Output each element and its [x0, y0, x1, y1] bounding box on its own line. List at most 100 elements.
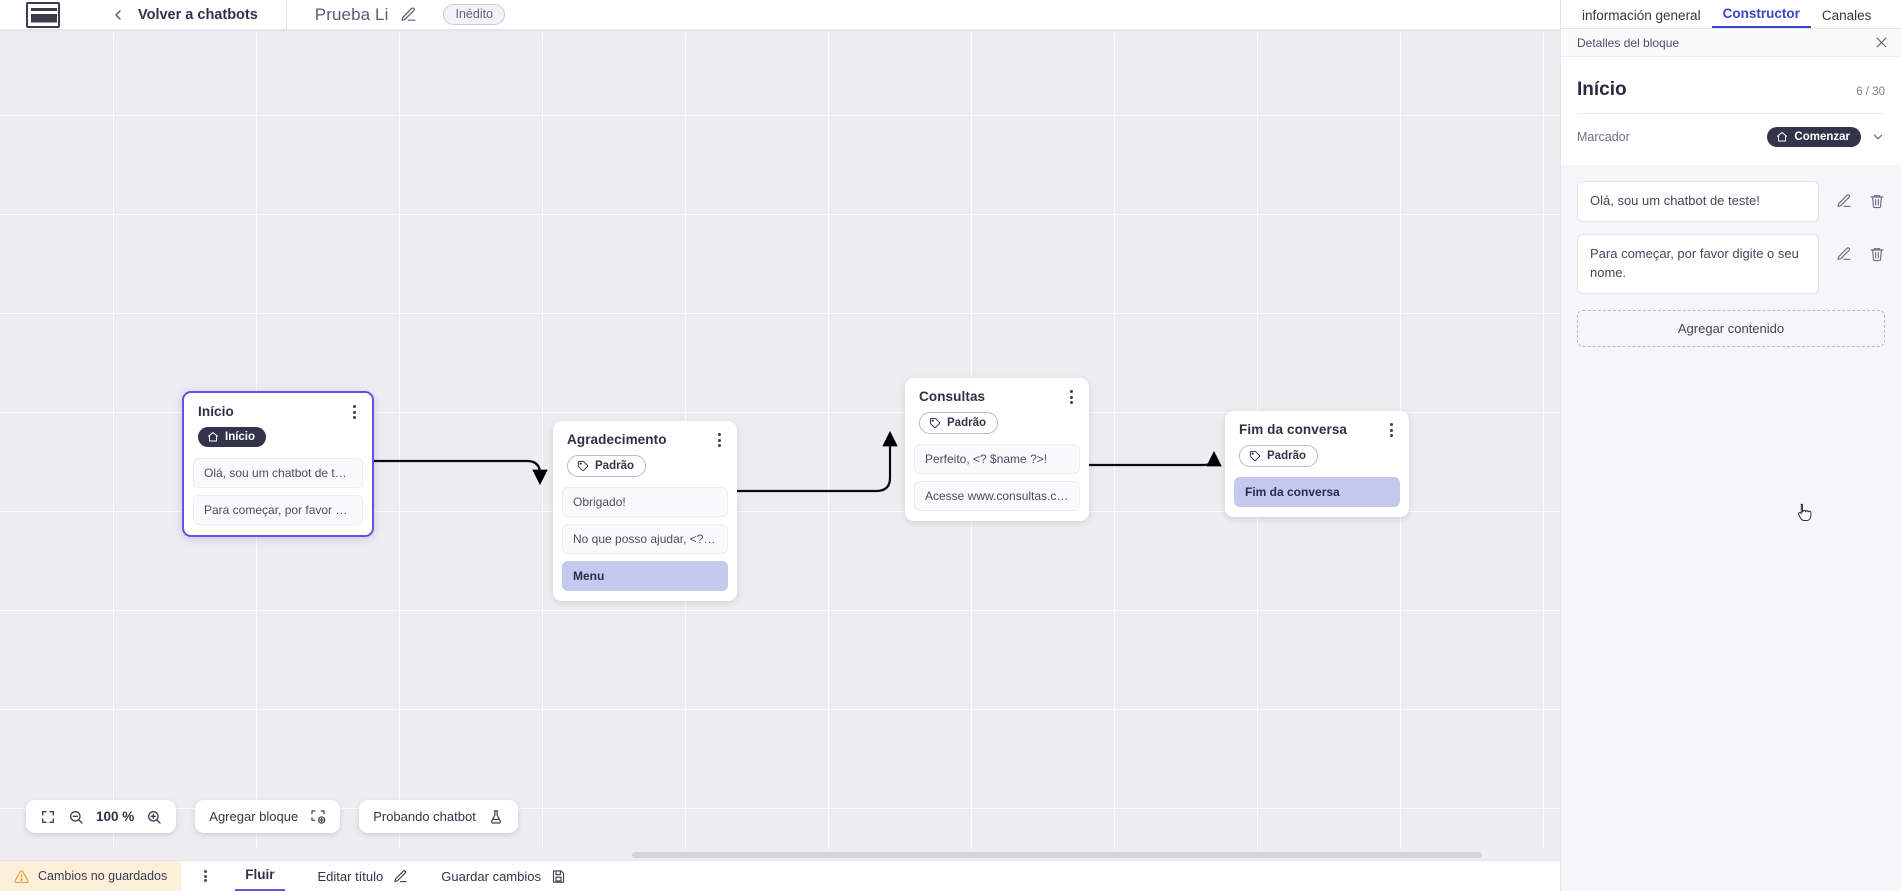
node-messages: Obrigado! No que posso ajudar, <? $name …	[553, 487, 737, 601]
tab-constructor[interactable]: Constructor	[1711, 6, 1811, 28]
tab-informacion-general[interactable]: información general	[1582, 8, 1701, 23]
block-title-row: Início 6 / 30	[1577, 57, 1885, 113]
mouse-cursor-icon	[1798, 503, 1812, 521]
zoom-level: 100 %	[96, 809, 135, 824]
scrollbar-thumb[interactable]	[632, 852, 1482, 858]
add-content-button[interactable]: Agregar contenido	[1577, 309, 1885, 347]
node-message-highlight[interactable]: Menu	[562, 561, 728, 591]
node-message[interactable]: Obrigado!	[562, 487, 728, 517]
marker-value-chip[interactable]: Comenzar	[1767, 127, 1861, 147]
test-chatbot-button[interactable]: Probando chatbot	[359, 800, 518, 833]
node-messages: Fim da conversa	[1225, 477, 1409, 517]
node-tag[interactable]: Padrão	[567, 455, 646, 477]
edit-title-label: Editar título	[317, 868, 384, 884]
node-message[interactable]: Para começar, por favor digite o ...	[193, 495, 363, 525]
node-tag[interactable]: Padrão	[919, 412, 998, 434]
block-title: Início	[1577, 79, 1627, 100]
home-icon	[1777, 132, 1788, 142]
kebab-menu-icon[interactable]	[712, 431, 726, 449]
test-chatbot-label: Probando chatbot	[373, 809, 476, 824]
node-tag[interactable]: Início	[198, 427, 267, 447]
chevron-left-icon[interactable]	[110, 7, 126, 23]
node-header: Início	[184, 393, 372, 419]
add-block-icon	[311, 809, 326, 824]
kebab-menu-icon[interactable]	[197, 867, 213, 885]
canvas-toolbar: 100 % Agregar bloque Probando chatbot	[26, 800, 518, 833]
pencil-icon[interactable]	[400, 6, 417, 23]
flow-node-agradecimento[interactable]: Agradecimento Padrão Obrigado! No que po…	[553, 421, 737, 601]
block-char-count: 6 / 30	[1856, 86, 1885, 98]
warning-triangle-icon	[14, 869, 29, 883]
back-to-chatbots-link[interactable]: Volver a chatbots	[138, 6, 258, 23]
node-tag-label: Padrão	[947, 417, 986, 429]
flow-node-inicio[interactable]: Início Início Olá, sou um chatbot de tes…	[182, 391, 374, 537]
content-list: Olá, sou um chatbot de teste! Para começ…	[1561, 165, 1901, 891]
flow-node-fim-da-conversa[interactable]: Fim da conversa Padrão Fim da conversa	[1225, 411, 1409, 517]
pencil-icon[interactable]	[1836, 193, 1852, 209]
add-block-button[interactable]: Agregar bloque	[195, 800, 341, 833]
pencil-icon[interactable]	[1836, 246, 1852, 262]
pencil-icon	[394, 869, 407, 882]
node-tag-row: Início	[184, 419, 372, 458]
tag-icon	[577, 460, 589, 472]
fit-to-screen-icon[interactable]	[40, 809, 56, 825]
node-title: Agradecimento	[567, 432, 667, 447]
node-header: Fim da conversa	[1225, 411, 1409, 437]
unsaved-changes-status: Cambios no guardados	[0, 860, 182, 891]
trash-icon[interactable]	[1869, 193, 1885, 209]
node-messages: Perfeito, <? $name ?>! Acesse www.consul…	[905, 444, 1089, 521]
node-header: Agradecimento	[553, 421, 737, 447]
content-item-text[interactable]: Para começar, por favor digite o seu nom…	[1577, 233, 1819, 294]
close-icon[interactable]	[1874, 35, 1889, 50]
right-panel: información general Constructor Canales …	[1560, 0, 1901, 891]
save-changes-button[interactable]: Guardar cambios	[441, 869, 566, 884]
node-tag-label: Início	[225, 431, 256, 443]
tab-canales[interactable]: Canales	[1821, 8, 1872, 23]
header-divider	[285, 0, 287, 30]
bottom-bar: Cambios no guardados Fluir Editar título…	[0, 860, 1560, 891]
kebab-menu-icon[interactable]	[1384, 421, 1398, 439]
flow-node-consultas[interactable]: Consultas Padrão Perfeito, <? $name ?>! …	[905, 378, 1089, 521]
tag-icon	[1249, 450, 1261, 462]
status-badge: Inédito	[443, 4, 506, 25]
node-message[interactable]: No que posso ajudar, <? $name ...	[562, 524, 728, 554]
zoom-out-icon[interactable]	[68, 809, 84, 825]
node-messages: Olá, sou um chatbot de teste! Para começ…	[184, 458, 372, 535]
zoom-in-icon[interactable]	[146, 809, 162, 825]
zoom-controls: 100 %	[26, 800, 177, 833]
home-icon	[208, 432, 218, 442]
tab-fluir[interactable]: Fluir	[235, 861, 285, 891]
chevron-down-icon[interactable]	[1871, 130, 1885, 144]
app-logo-icon[interactable]	[26, 1, 60, 28]
edit-title-button[interactable]: Editar título	[318, 869, 409, 884]
node-title: Início	[198, 404, 234, 419]
node-tag[interactable]: Padrão	[1239, 445, 1318, 467]
kebab-menu-icon[interactable]	[1064, 388, 1078, 406]
marker-value-label: Comenzar	[1794, 131, 1850, 143]
flow-canvas[interactable]: Início Início Olá, sou um chatbot de tes…	[0, 30, 1560, 861]
trash-icon[interactable]	[1869, 246, 1885, 262]
panel-subheader: Detalles del bloque	[1561, 29, 1901, 57]
flask-icon	[490, 809, 501, 824]
save-disk-icon	[552, 869, 565, 883]
node-message[interactable]: Perfeito, <? $name ?>!	[914, 444, 1080, 474]
kebab-menu-icon[interactable]	[347, 403, 361, 421]
node-tag-label: Padrão	[1267, 450, 1306, 462]
unsaved-changes-label: Cambios no guardados	[38, 869, 168, 883]
node-title: Consultas	[919, 389, 986, 404]
save-changes-label: Guardar cambios	[441, 868, 541, 884]
marker-label: Marcador	[1577, 130, 1630, 144]
node-message[interactable]: Olá, sou um chatbot de teste!	[193, 458, 363, 488]
divider	[1577, 113, 1885, 114]
content-item-text[interactable]: Olá, sou um chatbot de teste!	[1577, 181, 1819, 222]
top-header: Volver a chatbots Prueba Li Inédito	[0, 0, 1560, 30]
canvas-horizontal-scrollbar[interactable]	[0, 849, 1560, 861]
node-tag-row: Padrão	[905, 404, 1089, 444]
node-tag-row: Padrão	[553, 447, 737, 487]
node-message-highlight[interactable]: Fim da conversa	[1234, 477, 1400, 507]
node-tag-label: Padrão	[595, 460, 634, 472]
node-message[interactable]: Acesse www.consultas.com par...	[914, 481, 1080, 511]
project-title: Prueba Li	[314, 4, 389, 24]
node-title: Fim da conversa	[1239, 422, 1348, 437]
